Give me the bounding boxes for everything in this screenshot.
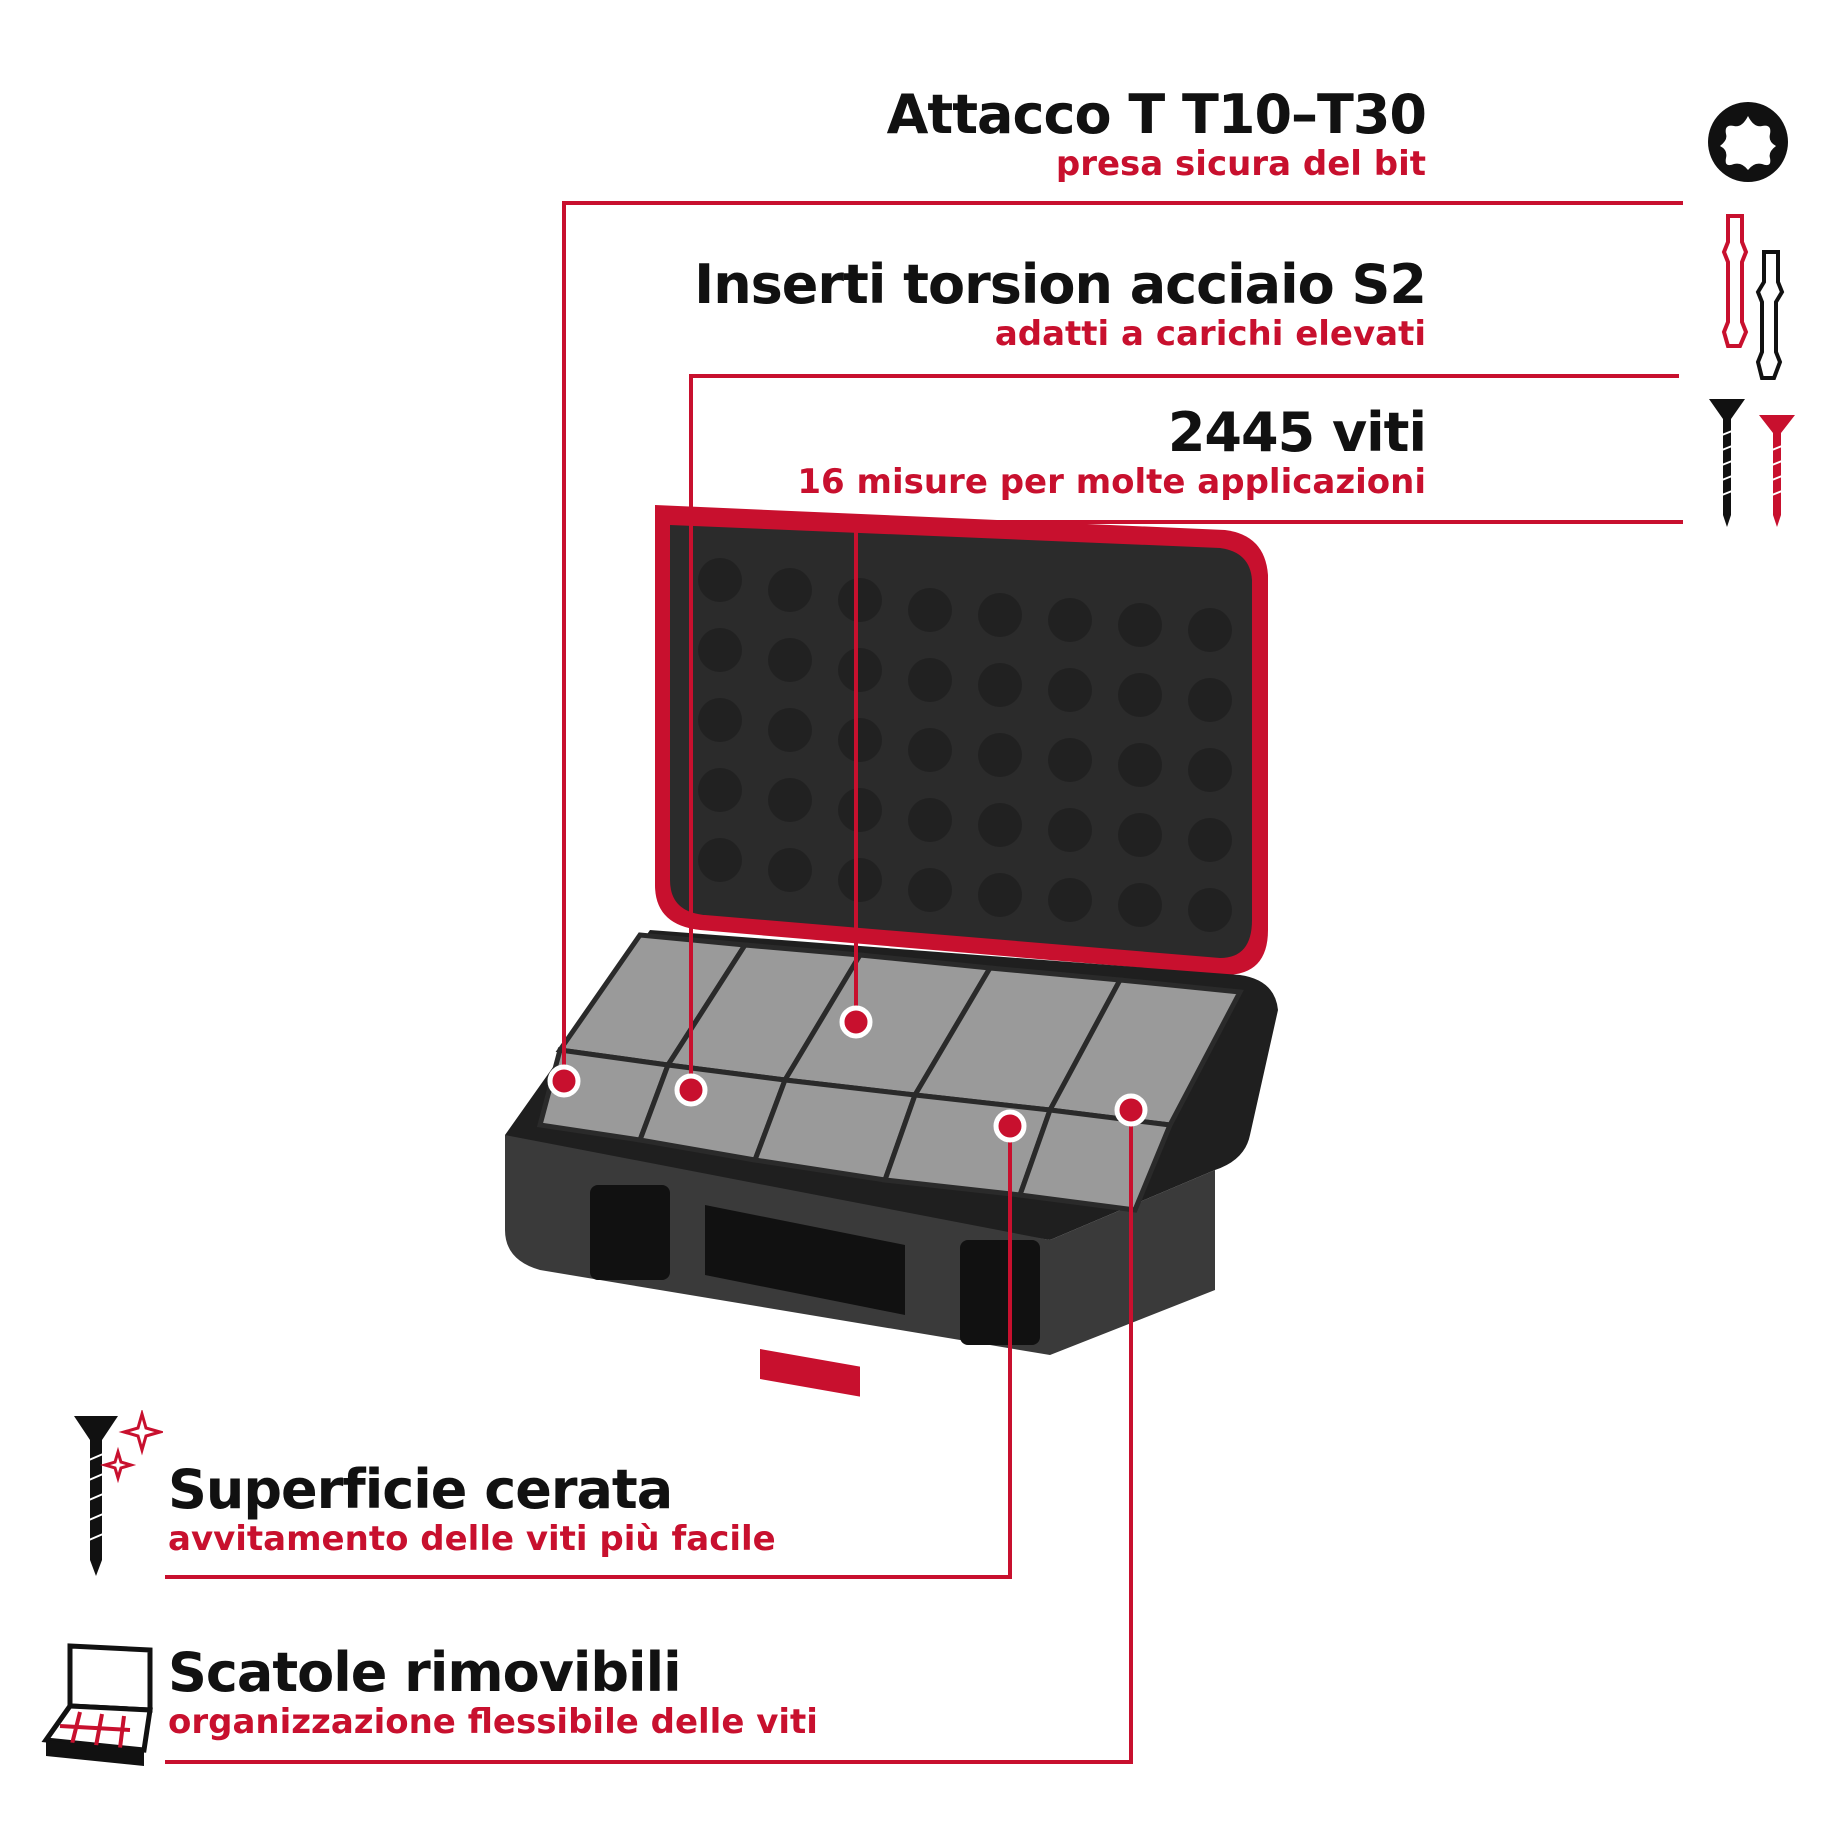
feature-title: 2445 viti	[1167, 401, 1427, 464]
feature-title: Attacco T T10–T30	[886, 83, 1427, 146]
feature-boxes: Scatole rimovibili organizzazione flessi…	[168, 1643, 818, 1743]
feature-subtitle: adatti a carichi elevati	[994, 314, 1426, 355]
feature-subtitle: 16 misure per molte applicazioni	[797, 462, 1426, 503]
feature-screws: 2445 viti 16 misure per molte applicazio…	[797, 401, 1427, 503]
bits-icon	[1721, 214, 1785, 380]
waxed-screw-icon	[74, 1410, 163, 1576]
feature-waxed: Superficie cerata avvitamento delle viti…	[168, 1460, 776, 1560]
feature-title: Scatole rimovibili	[168, 1641, 682, 1704]
screws-icon	[1709, 399, 1795, 527]
feature-subtitle: avvitamento delle viti più facile	[168, 1519, 776, 1560]
feature-title: Superficie cerata	[168, 1458, 673, 1521]
feature-torx: Attacco T T10–T30 presa sicura del bit	[886, 83, 1427, 185]
torx-icon	[1708, 102, 1788, 182]
callout-dots	[547, 1005, 1148, 1143]
feature-subtitle: organizzazione flessibile delle viti	[168, 1702, 818, 1743]
lid-foam	[698, 558, 1232, 932]
callout-lines	[165, 201, 1683, 1764]
case-boxes-icon	[41, 1643, 153, 1766]
feature-title: Inserti torsion acciaio S2	[694, 253, 1427, 316]
case-lid	[655, 505, 1268, 975]
feature-bits: Inserti torsion acciaio S2 adatti a cari…	[694, 253, 1427, 355]
feature-subtitle: presa sicura del bit	[1055, 144, 1426, 185]
